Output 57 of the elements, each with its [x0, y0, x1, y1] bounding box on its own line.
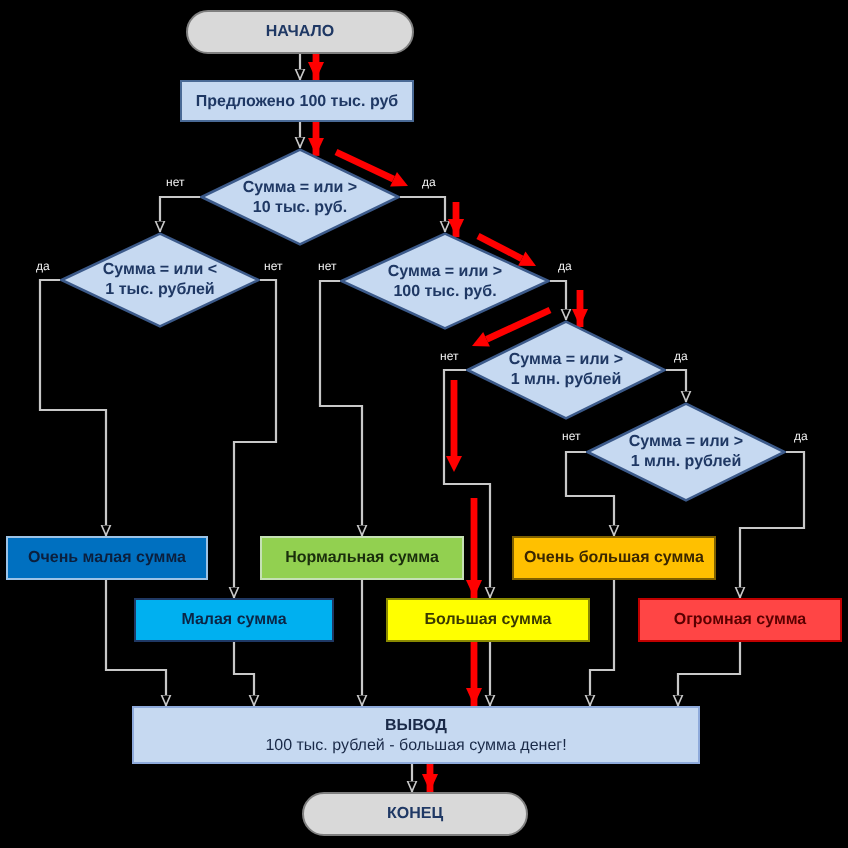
flow-arrow — [104, 580, 172, 707]
result-box — [638, 598, 842, 642]
flow-arrow — [38, 278, 112, 537]
condition-text: Сумма = или > 1 млн. рублей — [627, 432, 745, 472]
result-box — [260, 536, 464, 580]
flow-arrow — [232, 642, 260, 707]
highlight-arrow — [571, 290, 589, 327]
terminal-label: НАЧАЛО — [265, 22, 335, 42]
flow-arrow — [734, 450, 806, 599]
decision-diamond — [340, 232, 550, 330]
flow-arrow — [666, 368, 692, 403]
end-terminal — [302, 792, 528, 836]
result-box — [512, 536, 716, 580]
flow-arrow — [356, 580, 368, 707]
condition-text: Сумма = или < 1 тыс. рублей — [101, 260, 219, 300]
terminal-label: КОНЕЦ — [386, 804, 444, 824]
flow-arrow — [406, 764, 418, 793]
highlight-arrow — [465, 498, 483, 598]
result-label: Малая сумма — [181, 610, 287, 630]
start-terminal — [186, 10, 414, 54]
flow-arrow — [584, 580, 616, 707]
highlight-arrow — [307, 54, 325, 80]
result-box — [6, 536, 208, 580]
flow-arrow — [294, 54, 306, 81]
flow-arrow — [294, 122, 306, 149]
flow-arrow — [564, 450, 620, 537]
output-heading: ВЫВОД — [384, 715, 447, 735]
result-label: Нормальная сумма — [285, 548, 439, 568]
condition-text: Сумма = или > 1 млн. рублей — [507, 350, 625, 390]
decision-diamond — [586, 402, 786, 502]
output-text: 100 тыс. рублей - большая сумма денег! — [265, 735, 567, 755]
decision-diamond — [200, 148, 400, 246]
flow-arrow — [318, 279, 368, 537]
flow-arrow — [442, 368, 496, 599]
highlight-arrow — [307, 122, 325, 156]
result-label: Очень малая сумма — [28, 548, 186, 568]
result-box — [134, 598, 334, 642]
result-label: Огромная сумма — [673, 610, 807, 630]
highlight-arrow — [465, 642, 483, 706]
highlight-arrow — [421, 764, 439, 792]
flow-arrow — [228, 278, 278, 599]
result-label: Большая сумма — [424, 610, 552, 630]
output-box — [132, 706, 700, 764]
flow-arrow — [154, 195, 200, 233]
condition-text: Сумма = или > 100 тыс. руб. — [386, 261, 504, 301]
flow-arrow — [672, 642, 742, 707]
highlight-arrow — [447, 202, 465, 238]
process-label: Предложено 100 тыс. руб — [195, 91, 399, 111]
result-box — [386, 598, 590, 642]
decision-diamond — [60, 232, 260, 328]
condition-text: Сумма = или > 10 тыс. руб. — [241, 177, 359, 217]
process-box — [180, 80, 414, 122]
result-label: Очень большая сумма — [524, 548, 704, 568]
flow-arrow — [550, 279, 572, 321]
decision-diamond — [466, 320, 666, 420]
flow-arrow — [484, 642, 496, 707]
flow-arrow — [400, 195, 451, 233]
